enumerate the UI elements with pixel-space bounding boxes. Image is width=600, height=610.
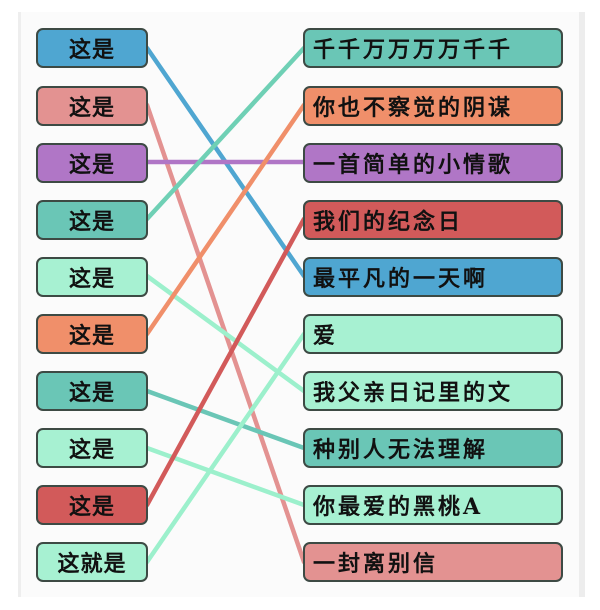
- left-item-label: 这是: [68, 37, 115, 63]
- right-item-label: 千千万万万万千千: [313, 37, 514, 63]
- connection-line: [144, 445, 307, 508]
- left-item-6[interactable]: 这是: [36, 371, 148, 411]
- left-item-2[interactable]: 这是: [36, 143, 148, 183]
- right-item-8[interactable]: 你最爱的黑桃A: [303, 485, 563, 525]
- right-item-label: 我父亲日记里的文: [313, 380, 514, 406]
- right-item-0[interactable]: 千千万万万万千千: [303, 28, 563, 68]
- left-item-label: 这是: [68, 323, 115, 349]
- left-item-7[interactable]: 这是: [36, 428, 148, 468]
- left-item-label: 这就是: [57, 551, 127, 577]
- right-item-label: 最平凡的一天啊: [313, 266, 489, 292]
- right-item-2[interactable]: 一首简单的小情歌: [303, 143, 563, 183]
- connection-line: [144, 331, 307, 565]
- left-item-5[interactable]: 这是: [36, 314, 148, 354]
- left-item-4[interactable]: 这是: [36, 257, 148, 297]
- left-item-label: 这是: [68, 380, 115, 406]
- left-item-0[interactable]: 这是: [36, 28, 148, 68]
- left-item-3[interactable]: 这是: [36, 200, 148, 240]
- right-item-5[interactable]: 爱: [303, 314, 563, 354]
- right-item-label: 你最爱的黑桃A: [313, 494, 484, 520]
- right-item-6[interactable]: 我父亲日记里的文: [303, 371, 563, 411]
- right-item-9[interactable]: 一封离别信: [303, 542, 563, 582]
- right-item-7[interactable]: 种别人无法理解: [303, 428, 563, 468]
- right-item-label: 爱: [313, 323, 339, 349]
- left-item-label: 这是: [68, 209, 115, 235]
- left-item-label: 这是: [68, 494, 115, 520]
- right-item-label: 你也不察觉的阴谋: [313, 95, 514, 121]
- connection-line: [144, 102, 307, 337]
- right-item-3[interactable]: 我们的纪念日: [303, 200, 563, 240]
- connection-line: [144, 273, 307, 394]
- left-item-8[interactable]: 这是: [36, 485, 148, 525]
- left-item-label: 这是: [68, 266, 115, 292]
- connection-line: [144, 388, 307, 451]
- left-item-label: 这是: [68, 95, 115, 121]
- right-item-label: 我们的纪念日: [313, 209, 464, 235]
- left-item-label: 这是: [68, 437, 115, 463]
- right-item-label: 种别人无法理解: [313, 437, 489, 463]
- left-item-9[interactable]: 这就是: [36, 542, 148, 582]
- right-item-1[interactable]: 你也不察觉的阴谋: [303, 86, 563, 126]
- right-item-label: 一首简单的小情歌: [313, 152, 514, 178]
- connection-line: [144, 45, 307, 222]
- right-item-4[interactable]: 最平凡的一天啊: [303, 257, 563, 297]
- left-item-1[interactable]: 这是: [36, 86, 148, 126]
- right-item-label: 一封离别信: [313, 551, 439, 577]
- left-item-label: 这是: [68, 152, 115, 178]
- connection-line: [144, 216, 307, 508]
